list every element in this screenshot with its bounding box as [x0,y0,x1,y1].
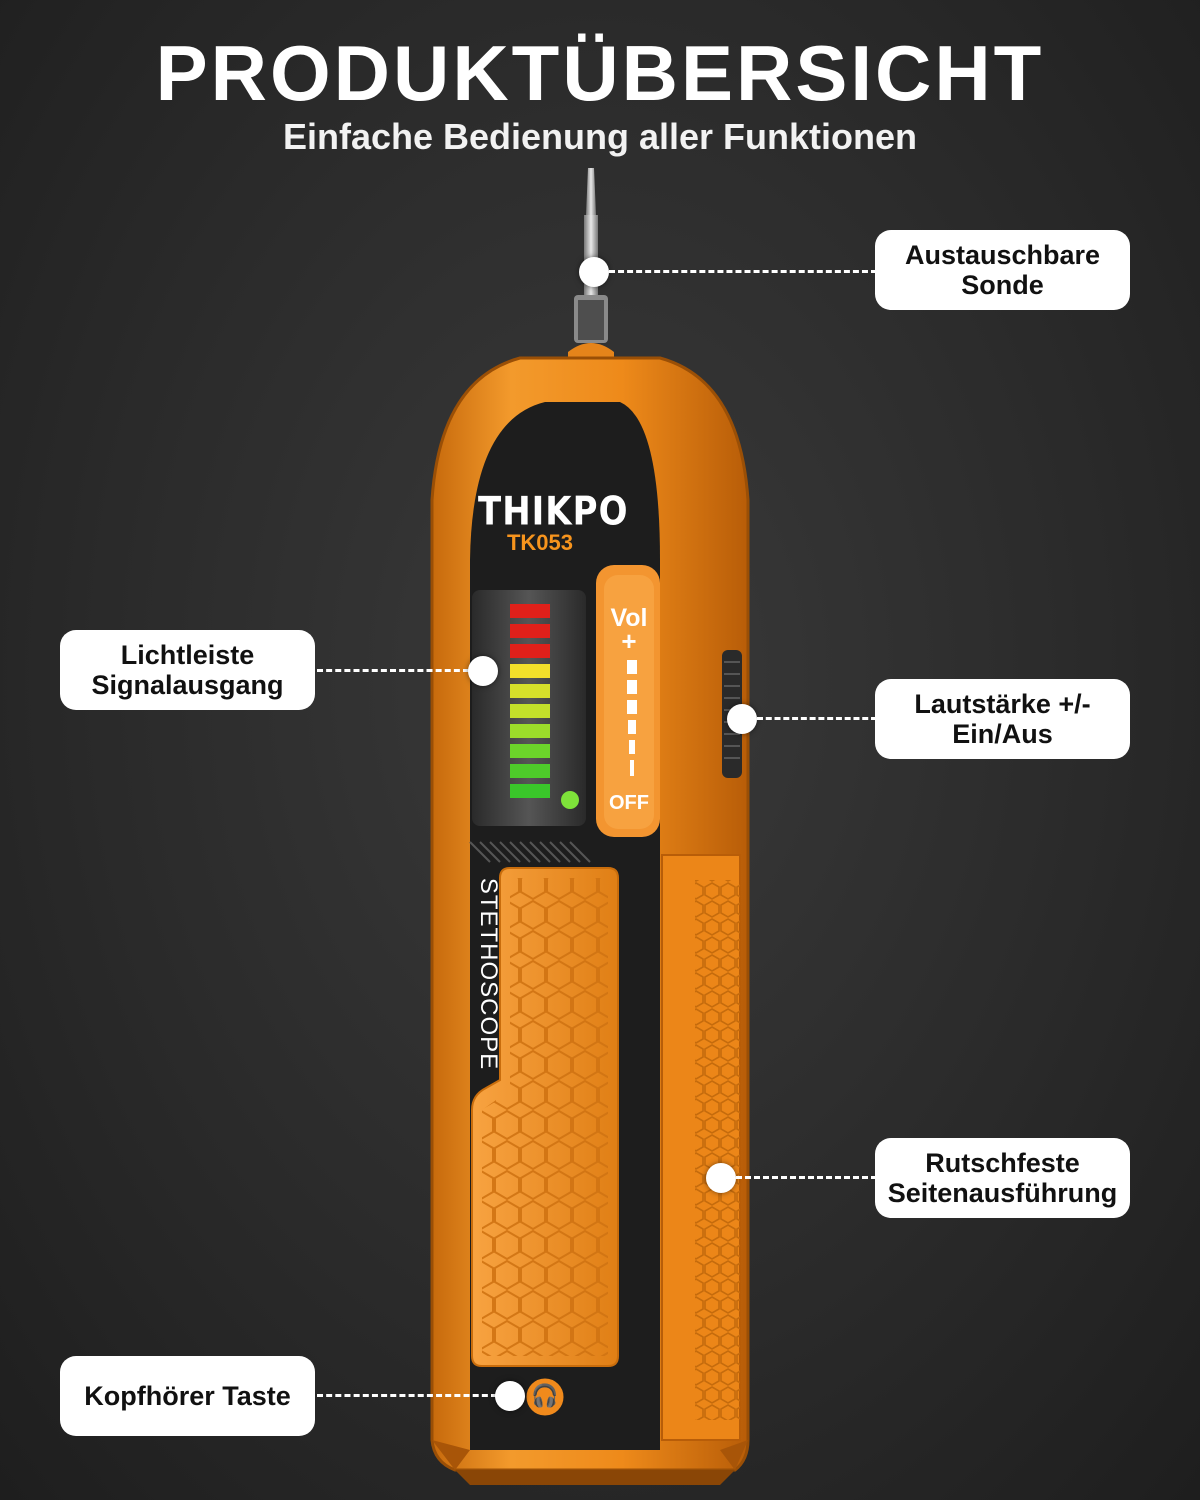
headphones-icon[interactable]: 🎧 [531,1383,559,1408]
callout-lightbar-line2: Signalausgang [91,670,284,700]
callout-probe-line1: Austauschbare [904,240,1101,270]
lightbar-marker-dot [468,656,498,686]
volume-connector-line [757,717,877,720]
probe-marker-dot [579,257,609,287]
model-label: TK053 [506,530,574,555]
callout-volume: Lautstärke +/- Ein/Aus [875,679,1130,759]
callout-volume-line2: Ein/Aus [952,719,1053,749]
off-label: OFF [609,792,649,814]
volume-marker-dot [727,704,757,734]
callout-grip-line2: Seitenausführung [887,1178,1118,1208]
led-bar [510,604,579,809]
callout-probe: Austauschbare Sonde [875,230,1130,310]
callout-lightbar: Lichtleiste Signalausgang [60,630,315,710]
headphone-marker-dot [495,1381,525,1411]
callout-grip-line1: Rutschfeste [925,1148,1080,1178]
callout-lightbar-line1: Lichtleiste [120,640,255,670]
page-subtitle: Einfache Bedienung aller Funktionen [282,116,918,157]
side-text-stethoscope: STETHOSCOPE [475,877,502,1071]
page-title: PRODUKTÜBERSICHT [155,29,1045,117]
callout-probe-line2: Sonde [961,270,1044,300]
probe-connector-line [609,270,877,273]
headphone-connector-line [317,1394,497,1397]
volume-plus-label: + [621,626,637,656]
callout-headphone: Kopfhörer Taste [60,1356,315,1436]
grip-connector-line [736,1176,877,1179]
brand-logo: THIKPO [478,489,629,535]
callout-volume-line1: Lautstärke +/- [914,689,1091,719]
callout-grip: Rutschfeste Seitenausführung [875,1138,1130,1218]
grip-marker-dot [706,1163,736,1193]
callout-headphone-line1: Kopfhörer Taste [84,1381,291,1411]
volume-label: Vol [610,604,648,632]
lightbar-connector-line [317,669,469,672]
